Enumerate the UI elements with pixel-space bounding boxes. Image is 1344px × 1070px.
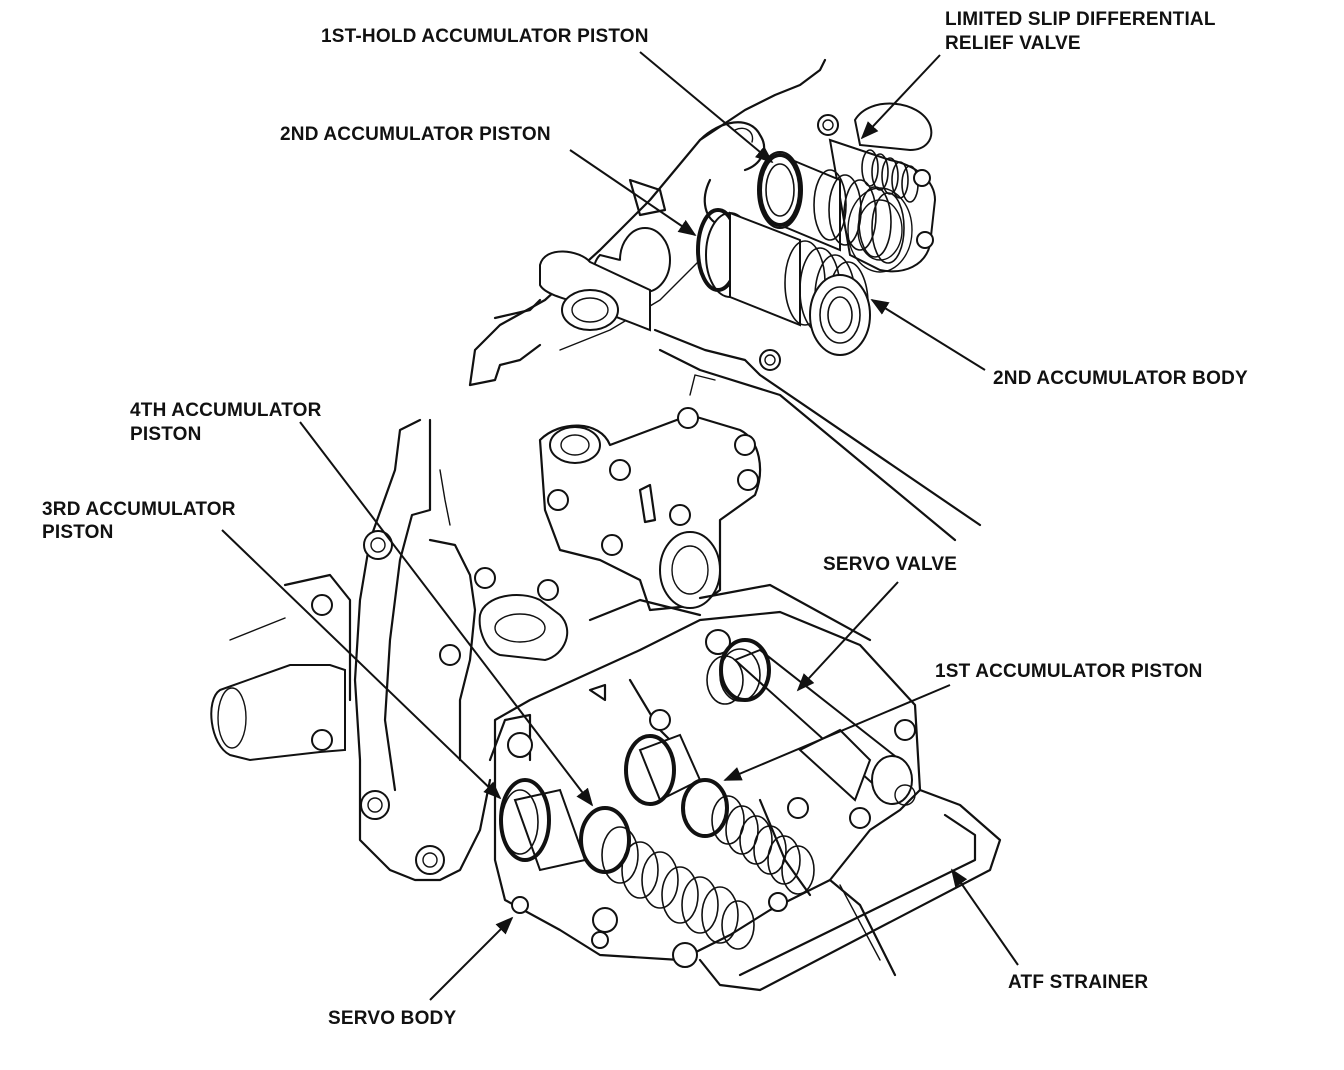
label-servo-body: SERVO BODY bbox=[328, 1008, 456, 1029]
leader-limited-slip bbox=[860, 54, 941, 140]
label-2nd-accumulator-piston: 2ND ACCUMULATOR PISTON bbox=[280, 124, 551, 145]
leader-lines bbox=[221, 51, 1019, 1001]
label-3rd-accumulator-line1: 3RD ACCUMULATOR bbox=[42, 499, 236, 520]
label-limited-slip-line1: LIMITED SLIP DIFFERENTIAL bbox=[945, 9, 1216, 30]
transmission-case bbox=[210, 418, 492, 882]
second-accumulator-piston bbox=[592, 208, 871, 356]
third-accumulator-piston bbox=[499, 778, 587, 872]
leader-4th-accumulator bbox=[299, 421, 594, 807]
leader-2nd-accumulator-body bbox=[870, 299, 986, 371]
callout-labels: 1ST-HOLD ACCUMULATOR PISTON LIMITED SLIP… bbox=[42, 9, 1248, 1029]
servo-body bbox=[488, 610, 922, 968]
label-1st-hold-accumulator-piston: 1ST-HOLD ACCUMULATOR PISTON bbox=[321, 26, 649, 47]
leader-servo-body bbox=[429, 916, 514, 1001]
label-4th-accumulator-line1: 4TH ACCUMULATOR bbox=[130, 400, 322, 421]
leader-3rd-accumulator bbox=[221, 529, 502, 800]
label-3rd-accumulator-line2: PISTON bbox=[42, 522, 114, 543]
label-limited-slip-line2: RELIEF VALVE bbox=[945, 33, 1081, 54]
leader-1st-hold-accumulator bbox=[639, 51, 774, 164]
leader-2nd-accumulator-piston bbox=[569, 149, 697, 237]
second-accumulator-assembly bbox=[468, 58, 982, 542]
label-2nd-accumulator-body: 2ND ACCUMULATOR BODY bbox=[993, 368, 1248, 389]
leader-1st-accumulator bbox=[723, 684, 951, 781]
servo-valve bbox=[705, 629, 916, 806]
first-accumulator-piston bbox=[624, 733, 815, 895]
fourth-accumulator-piston bbox=[579, 806, 755, 950]
label-atf-strainer: ATF STRAINER bbox=[1008, 972, 1148, 993]
leader-servo-valve bbox=[796, 581, 899, 692]
atf-strainer bbox=[698, 788, 1002, 992]
label-4th-accumulator-line2: PISTON bbox=[130, 424, 202, 445]
valve-body bbox=[474, 407, 872, 662]
label-servo-valve: SERVO VALVE bbox=[823, 554, 957, 575]
label-1st-accumulator-piston: 1ST ACCUMULATOR PISTON bbox=[935, 661, 1203, 682]
first-hold-accumulator-piston bbox=[757, 151, 905, 264]
leader-atf-strainer bbox=[950, 868, 1019, 966]
